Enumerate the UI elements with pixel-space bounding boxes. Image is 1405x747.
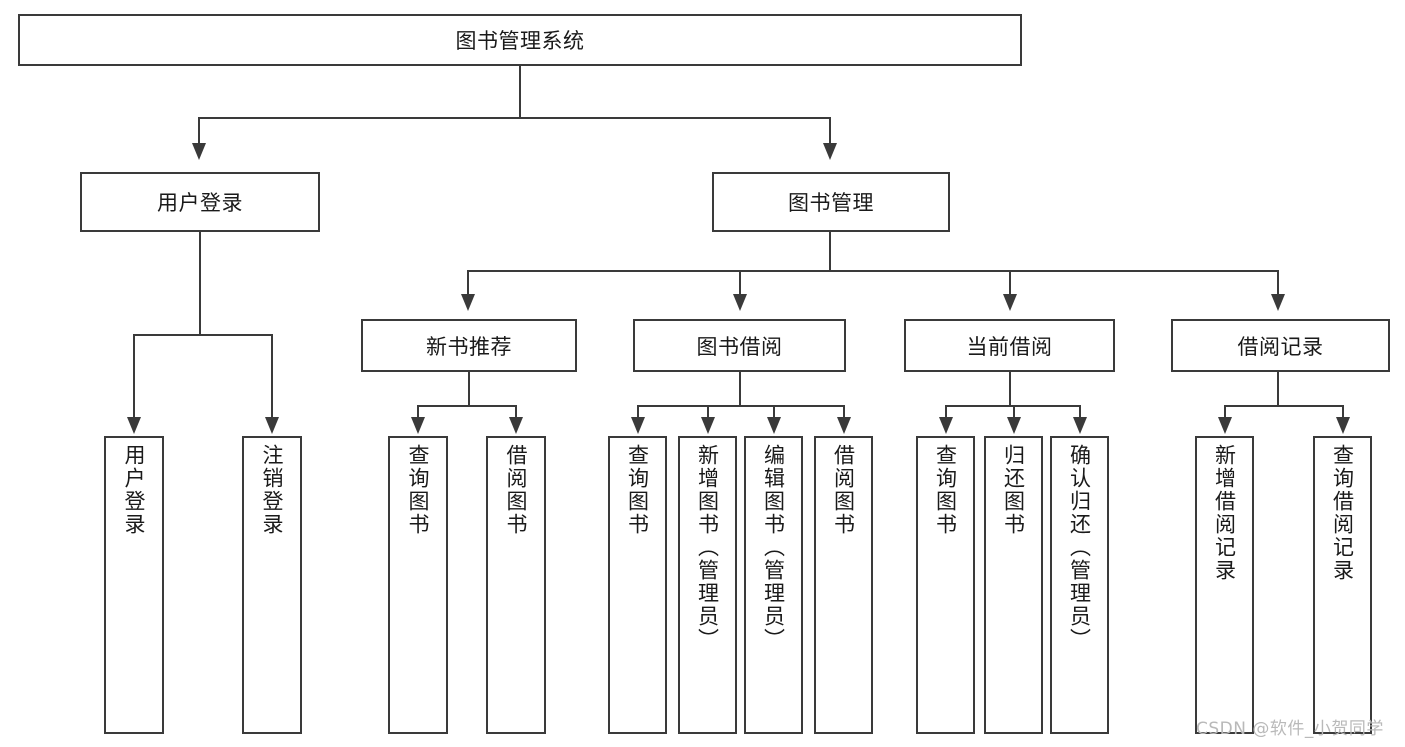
node-user-login[interactable]: 用户登录: [80, 172, 320, 232]
arrow-nbr-to-borrow-book: [509, 417, 523, 434]
leaf-user-login[interactable]: 用户登录: [104, 436, 164, 734]
connector-bb-drop-2: [707, 405, 709, 419]
arrow-bb-to-query-book: [631, 417, 645, 434]
connector-nbr-bar: [417, 405, 516, 407]
node-label: 查询图书: [933, 444, 958, 536]
node-book-management[interactable]: 图书管理: [712, 172, 950, 232]
node-label: 用户登录: [157, 191, 243, 215]
node-label: 用户登录: [122, 444, 147, 536]
leaf-logout[interactable]: 注销登录: [242, 436, 302, 734]
connector-cb-stem: [1009, 372, 1011, 407]
node-label: 注销登录: [260, 444, 285, 536]
node-new-book-recommend[interactable]: 新书推荐: [361, 319, 577, 372]
leaf-cb-query-book[interactable]: 查询图书: [916, 436, 975, 734]
node-borrow-record[interactable]: 借阅记录: [1171, 319, 1390, 372]
leaf-nbr-borrow-book[interactable]: 借阅图书: [486, 436, 546, 734]
connector-cb-drop-1: [945, 405, 947, 419]
arrow-nbr-to-query-book: [411, 417, 425, 434]
node-root-book-management-system[interactable]: 图书管理系统: [18, 14, 1022, 66]
connector-cb-drop-3: [1079, 405, 1081, 419]
connector-br-bar: [1224, 405, 1344, 407]
arrow-bb-to-add-book: [701, 417, 715, 434]
arrow-to-leaf-logout: [265, 417, 279, 434]
node-label: 新增图书（管理员）: [695, 444, 720, 651]
connector-book-management-bar: [467, 270, 1278, 272]
arrow-cb-to-confirm-return: [1073, 417, 1087, 434]
connector-bb-drop-4: [843, 405, 845, 419]
arrow-br-to-add-record: [1218, 417, 1232, 434]
node-label: 图书管理: [788, 191, 874, 215]
node-current-borrow[interactable]: 当前借阅: [904, 319, 1115, 372]
arrow-bb-to-borrow-book: [837, 417, 851, 434]
node-label: 查询图书: [406, 444, 431, 536]
arrow-to-current-borrow: [1003, 294, 1017, 311]
node-label: 编辑图书（管理员）: [761, 444, 786, 651]
connector-bm-drop-book-borrow: [739, 270, 741, 296]
arrow-to-borrow-record: [1271, 294, 1285, 311]
connector-bb-drop-3: [773, 405, 775, 419]
node-label: 新书推荐: [426, 334, 512, 359]
leaf-cb-confirm-return[interactable]: 确认归还（管理员）: [1050, 436, 1109, 734]
node-label: 借阅记录: [1237, 334, 1324, 359]
arrow-to-new-book-recommend: [461, 294, 475, 311]
node-label: 当前借阅: [966, 334, 1053, 359]
arrow-to-book-borrow: [733, 294, 747, 311]
leaf-br-query-record[interactable]: 查询借阅记录: [1313, 436, 1372, 734]
connector-bb-drop-1: [637, 405, 639, 419]
node-label: 查询借阅记录: [1330, 444, 1355, 582]
connector-root-bar: [198, 117, 830, 119]
leaf-bb-borrow-book[interactable]: 借阅图书: [814, 436, 873, 734]
arrow-cb-to-query-book: [939, 417, 953, 434]
connector-root-to-user-login: [198, 117, 200, 145]
arrow-root-to-user-login: [192, 143, 206, 160]
node-label: 确认归还（管理员）: [1067, 444, 1092, 651]
connector-br-stem: [1277, 372, 1279, 407]
arrow-bb-to-edit-book: [767, 417, 781, 434]
node-label: 新增借阅记录: [1212, 444, 1237, 582]
node-label: 图书管理系统: [455, 29, 585, 53]
connector-nbr-drop-1: [417, 405, 419, 419]
node-label: 借阅图书: [504, 444, 529, 536]
node-label: 借阅图书: [831, 444, 856, 536]
node-label: 查询图书: [625, 444, 650, 536]
leaf-br-add-record[interactable]: 新增借阅记录: [1195, 436, 1254, 734]
connector-root-to-book-management: [829, 117, 831, 145]
leaf-cb-return-book[interactable]: 归还图书: [984, 436, 1043, 734]
leaf-nbr-query-book[interactable]: 查询图书: [388, 436, 448, 734]
connector-bb-bar: [637, 405, 844, 407]
csdn-watermark: CSDN @软件_小贺同学: [1196, 719, 1384, 739]
connector-user-login-drop-1: [133, 334, 135, 419]
arrow-to-leaf-user-login: [127, 417, 141, 434]
arrow-br-to-query-record: [1336, 417, 1350, 434]
leaf-bb-query-book[interactable]: 查询图书: [608, 436, 667, 734]
connector-bb-stem: [739, 372, 741, 407]
node-label: 图书借阅: [696, 334, 783, 359]
leaf-bb-add-book[interactable]: 新增图书（管理员）: [678, 436, 737, 734]
connector-user-login-stem: [199, 232, 201, 336]
connector-root-stem: [519, 66, 521, 118]
connector-user-login-drop-2: [271, 334, 273, 419]
connector-br-drop-2: [1342, 405, 1344, 419]
connector-bm-drop-borrow-record: [1277, 270, 1279, 296]
leaf-bb-edit-book[interactable]: 编辑图书（管理员）: [744, 436, 803, 734]
connector-book-management-stem: [829, 232, 831, 272]
connector-nbr-stem: [468, 372, 470, 407]
connector-bm-drop-current-borrow: [1009, 270, 1011, 296]
node-label: 归还图书: [1001, 444, 1026, 536]
connector-br-drop-1: [1224, 405, 1226, 419]
node-book-borrow[interactable]: 图书借阅: [633, 319, 846, 372]
connector-bm-drop-new-book: [467, 270, 469, 296]
connector-nbr-drop-2: [515, 405, 517, 419]
connector-user-login-bar: [133, 334, 273, 336]
connector-cb-drop-2: [1013, 405, 1015, 419]
arrow-root-to-book-management: [823, 143, 837, 160]
arrow-cb-to-return-book: [1007, 417, 1021, 434]
connector-cb-bar: [945, 405, 1080, 407]
